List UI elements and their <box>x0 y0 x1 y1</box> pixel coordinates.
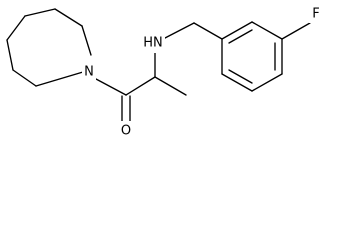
aromatic-inner-bond <box>228 29 253 44</box>
alpha-methyl-bond <box>154 76 187 96</box>
amine-nh-label: HN <box>143 36 163 51</box>
ring-bond <box>12 69 37 87</box>
amide-chain <box>95 22 223 122</box>
nh-ch2-bond <box>164 22 195 39</box>
azepane-ring <box>6 8 92 87</box>
c-f-bond <box>281 22 311 40</box>
ring-bond <box>24 8 56 17</box>
ch2-ring-bond <box>193 22 223 40</box>
n-carbonyl-bond <box>95 78 127 96</box>
atom-labels: N HN O F <box>82 5 323 139</box>
carbonyl-oxygen-label: O <box>121 124 131 139</box>
aromatic-inner-bond <box>228 69 253 84</box>
chemical-structure: N HN O F <box>6 5 323 139</box>
ring-bond <box>81 25 92 56</box>
ring-bond <box>54 8 83 27</box>
aromatic-bond <box>221 21 253 40</box>
fluorine-label: F <box>312 7 319 22</box>
fluorophenyl-ring <box>221 21 311 92</box>
ring-nitrogen-label: N <box>84 65 94 80</box>
ring-bond <box>35 71 84 87</box>
ring-bond <box>6 15 26 41</box>
carbonyl-alpha-bond <box>125 76 156 96</box>
aromatic-bond <box>251 21 283 40</box>
aromatic-bond <box>251 73 283 92</box>
aromatic-bond <box>221 73 253 92</box>
ring-bond <box>6 39 14 71</box>
